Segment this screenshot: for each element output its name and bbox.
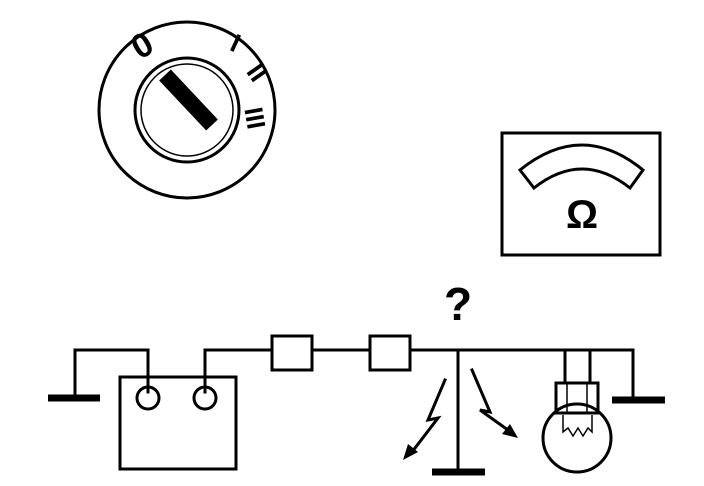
battery-terminal-right: [192, 385, 218, 411]
switch-position-3: III: [238, 105, 271, 132]
circuit-wiring: [48, 348, 665, 476]
lamp: [541, 381, 613, 474]
meter-symbol: Ω: [566, 193, 598, 237]
short-circuit-arrows: [403, 368, 518, 460]
fuse-1: [270, 334, 314, 372]
ohmmeter: Ω: [500, 131, 662, 257]
fuse-2: [368, 334, 412, 372]
battery: [118, 375, 238, 471]
battery-terminal-left: [135, 385, 161, 411]
switch-position-0: 0: [125, 25, 160, 67]
switch-position-2: II: [241, 58, 274, 87]
meter-scale-arc: [517, 143, 646, 191]
ignition-switch: 0 I II III: [97, 20, 277, 200]
question-mark: ?: [444, 278, 472, 330]
key-slot: [159, 69, 218, 131]
lamp-filament: [562, 415, 593, 438]
